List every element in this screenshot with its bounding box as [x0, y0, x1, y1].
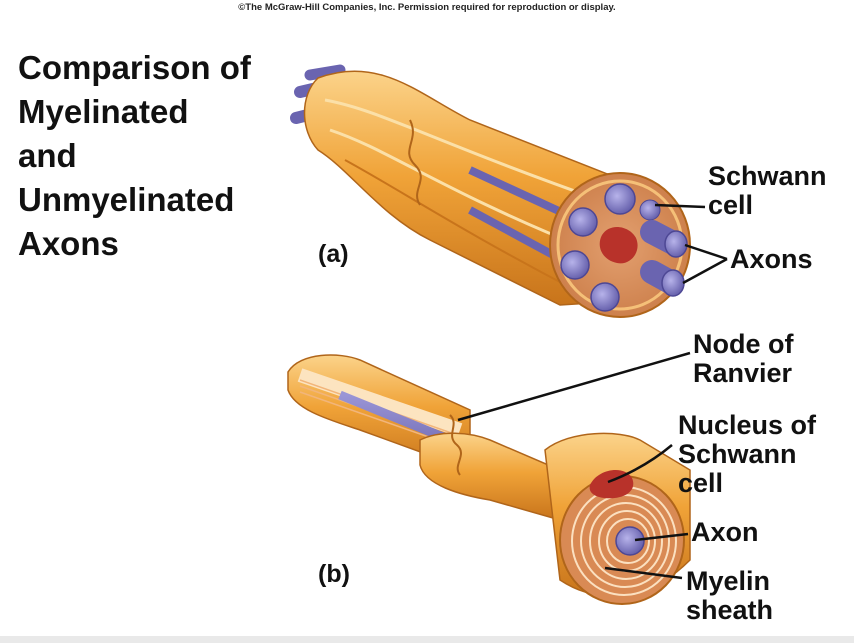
title-line: Myelinated — [18, 93, 189, 130]
node-of-ranvier-label: Node of Ranvier — [693, 330, 794, 388]
label-line: Ranvier — [693, 358, 793, 388]
unmyelinated-axon-bundle — [290, 64, 691, 318]
label-line: cell — [678, 468, 724, 498]
axons-leader-1 — [684, 243, 728, 261]
title-line: Comparison of — [18, 49, 251, 86]
node-of-ranvier-leader — [457, 351, 691, 422]
myelinated-axon — [287, 354, 691, 605]
axons-label: Axons — [730, 244, 813, 274]
label-line: Schwann — [678, 439, 797, 469]
nucleus-of-schwann-cell-label: Nucleus of Schwann cell — [678, 411, 816, 498]
myelin-sheath-leader — [604, 566, 683, 580]
title-line: Unmyelinated — [18, 181, 235, 218]
panel-b-label: (b) — [318, 560, 350, 588]
title-line: and — [18, 137, 77, 174]
panel-a-label: (a) — [318, 240, 349, 268]
axon-label: Axon — [691, 517, 759, 547]
label-line: Myelin — [686, 566, 771, 596]
label-line: cell — [708, 190, 754, 220]
nucleus-leader — [607, 444, 673, 484]
axon-leader — [634, 532, 689, 542]
label-line: Nucleus of — [678, 410, 817, 440]
myelin-sheath-label: Myelin sheath — [686, 567, 773, 625]
copyright-notice: ©The McGraw-Hill Companies, Inc. Permiss… — [238, 2, 616, 13]
schwann-cell-leader — [654, 203, 706, 209]
schwann-cell-label: Schwann cell — [708, 162, 827, 220]
figure-title: Comparison of Myelinated and Unmyelinate… — [18, 46, 308, 266]
label-line: sheath — [686, 595, 774, 625]
label-line: Node of — [693, 329, 794, 359]
axons-leader-2 — [682, 257, 728, 285]
label-line: Schwann — [708, 161, 827, 191]
bottom-border — [0, 636, 854, 643]
title-line: Axons — [18, 225, 119, 262]
